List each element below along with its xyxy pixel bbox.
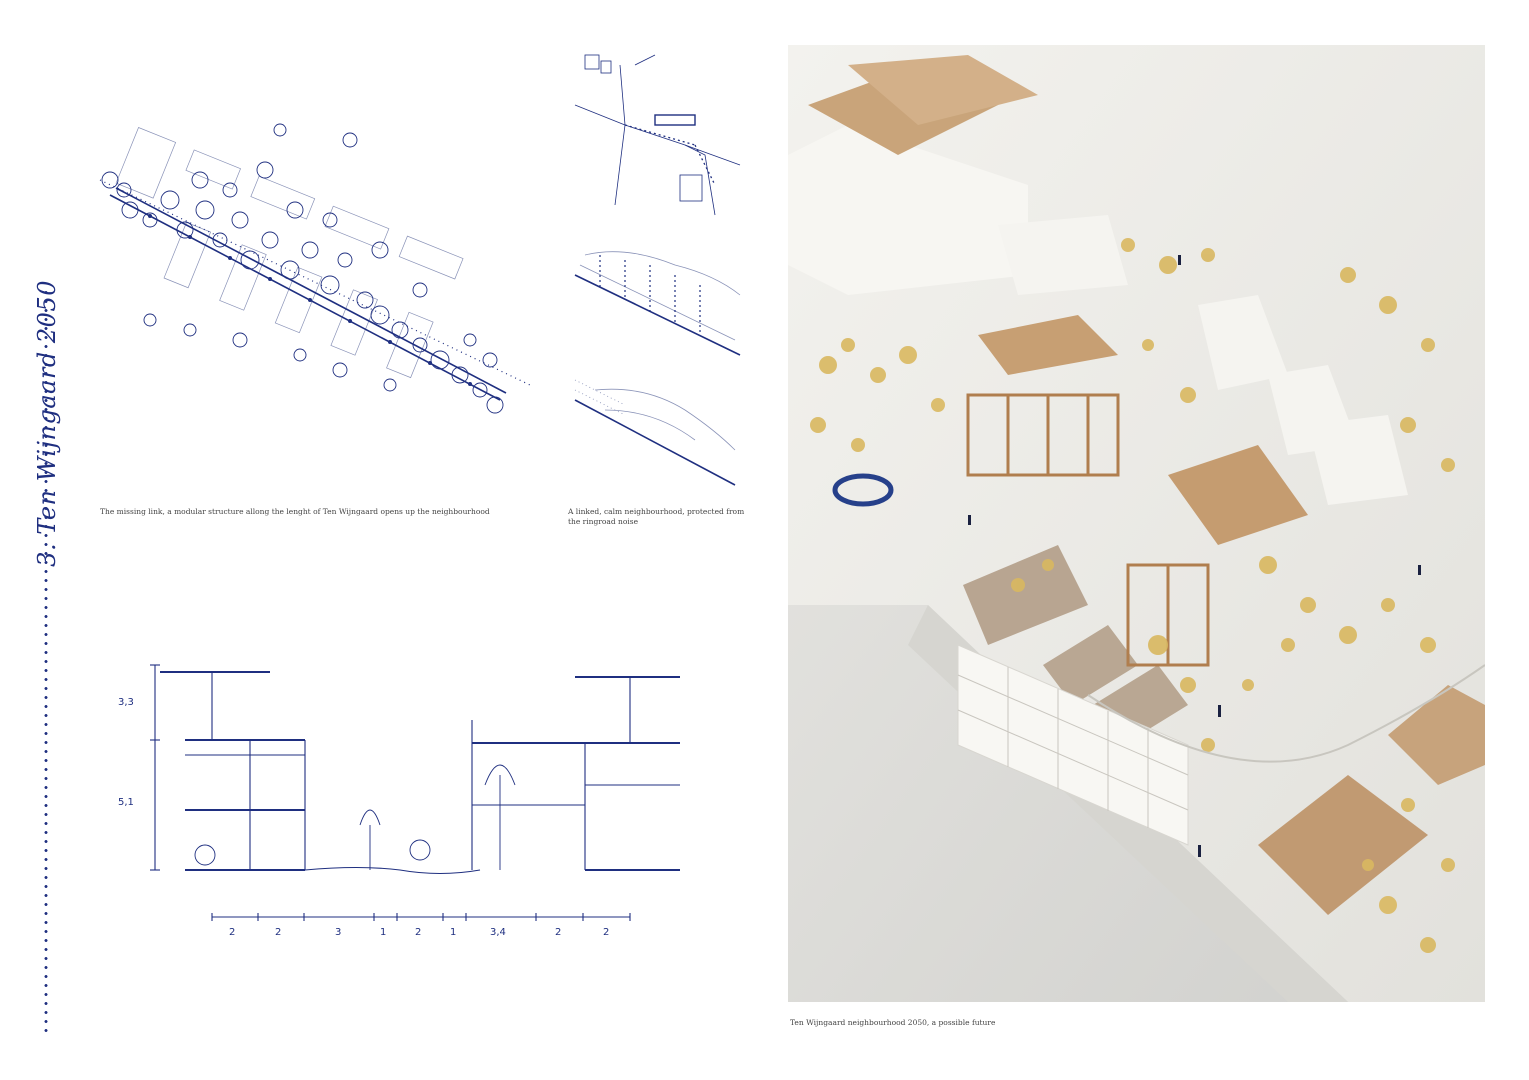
- section-width-label: 2: [229, 927, 235, 938]
- section-width-label: 2: [415, 927, 421, 938]
- section-width-label: 3: [335, 927, 341, 938]
- model-photo-illustration: [788, 45, 1485, 1002]
- street-section-sketch: 3,3 5,1 2 2 3 1 2 1 3,4 2 2: [100, 655, 700, 945]
- section-width-label: 1: [380, 927, 386, 938]
- section-width-label: 1: [450, 927, 456, 938]
- small-diagram-3: [565, 370, 745, 495]
- small-diagram-2: [565, 235, 745, 365]
- site-plan-sketch: [90, 100, 540, 430]
- section-width-label: 3,4: [490, 927, 506, 938]
- model-photo: [788, 45, 1485, 1002]
- photo-caption: Ten Wijngaard neighbourhood 2050, a poss…: [790, 1018, 996, 1027]
- small-diagram-1: [565, 45, 745, 220]
- dotted-divider: [44, 288, 48, 1033]
- section-height-label: 3,3: [118, 697, 134, 708]
- plan-small-caption: A linked, calm neighbourhood, protected …: [568, 507, 745, 526]
- section-width-label: 2: [603, 927, 609, 938]
- section-height-label: 5,1: [118, 797, 134, 808]
- plan-main-caption: The missing link, a modular structure al…: [100, 507, 490, 516]
- site-plan-drawing: [99, 123, 531, 414]
- section-width-label: 2: [555, 927, 561, 938]
- section-width-label: 2: [275, 927, 281, 938]
